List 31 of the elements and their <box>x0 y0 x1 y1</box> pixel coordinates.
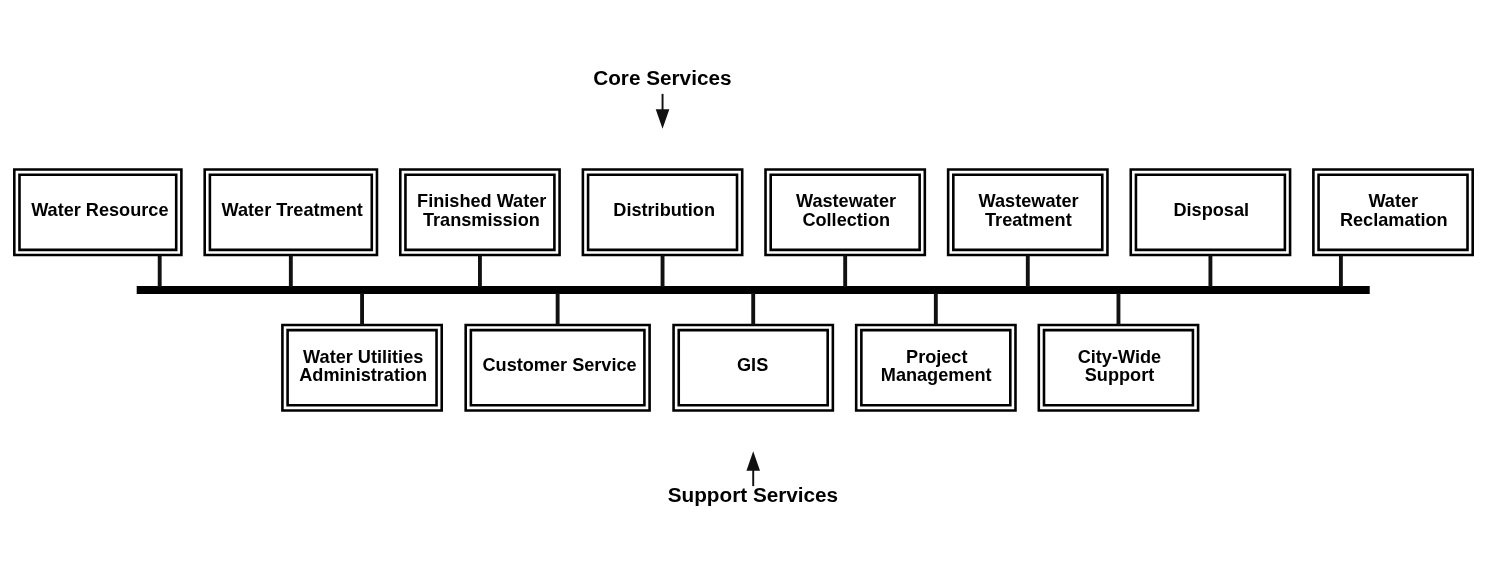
connector <box>1208 254 1213 287</box>
node-box: Distribution <box>581 167 744 256</box>
connector <box>1116 292 1121 325</box>
connector <box>157 254 162 287</box>
connector <box>933 292 938 325</box>
node-box: Disposal <box>1129 167 1292 256</box>
node-box: GIS <box>672 323 835 412</box>
connector <box>360 292 364 325</box>
connector <box>1338 254 1343 287</box>
arrow <box>655 92 670 129</box>
arrow <box>746 450 760 487</box>
node-box: Wastewater Treatment <box>946 167 1109 256</box>
node-box: Project Management <box>854 323 1017 412</box>
node-bar <box>136 285 1370 294</box>
connector <box>288 254 293 287</box>
node-text: Support Services <box>667 482 839 506</box>
connector <box>478 254 482 287</box>
node-box: Water Resource <box>13 167 183 256</box>
connector <box>843 254 848 287</box>
node-box: Water Reclamation <box>1312 167 1474 256</box>
node-box: Customer Service <box>464 323 651 412</box>
node-box: Finished Water Transmission <box>399 167 561 256</box>
node-text: Core Services <box>593 65 732 89</box>
node-box: Water Treatment <box>203 167 379 256</box>
node-box: Wastewater Collection <box>764 167 927 256</box>
node-box: Water Utilities Administration <box>281 323 443 412</box>
node-box: City-Wide Support <box>1037 323 1200 412</box>
connector <box>1025 254 1030 287</box>
connector <box>555 292 560 325</box>
connector <box>751 292 756 325</box>
connector <box>660 254 665 287</box>
